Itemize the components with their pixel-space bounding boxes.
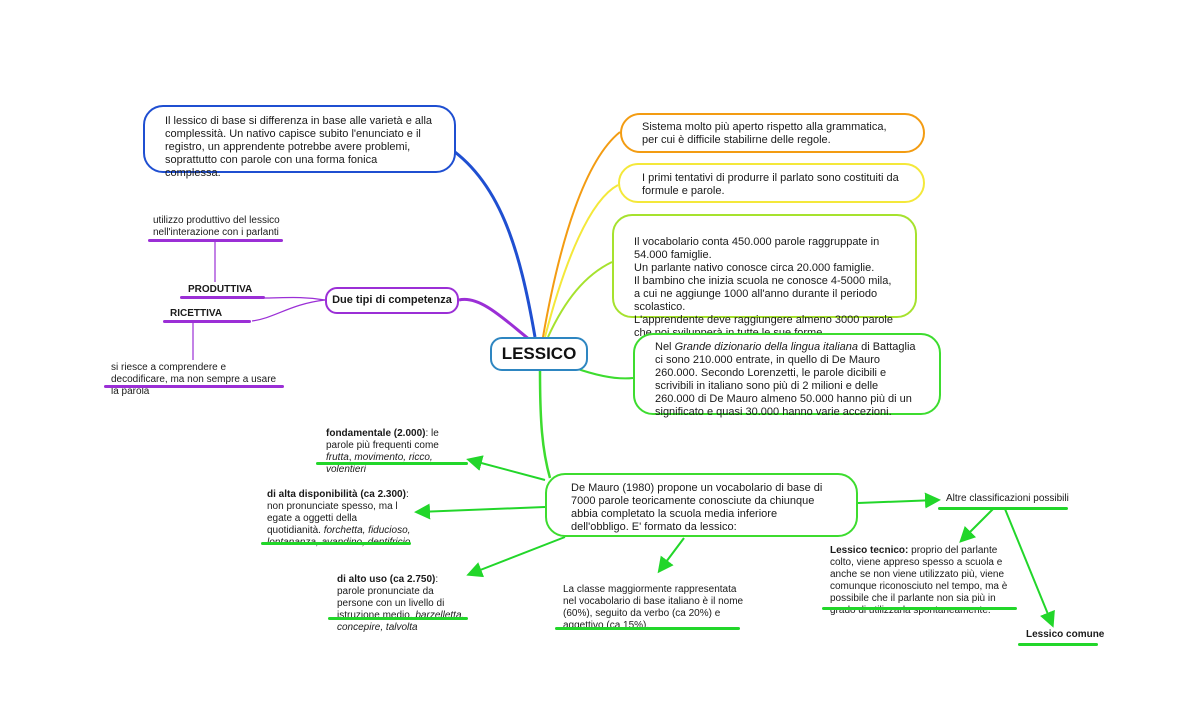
altre-classificazioni: Altre classificazioni possibili (946, 493, 1069, 504)
classe-underline (555, 627, 740, 630)
node-due-tipi-competenza: Due tipi di competenza (325, 287, 459, 314)
node-vocabolario: Il vocabolario conta 450.000 parole ragg… (612, 214, 917, 339)
produttiva-desc-underline (148, 239, 283, 242)
link-center-demauro (538, 370, 552, 479)
alto-uso-underline (328, 617, 468, 620)
link-competenza-produttiva (261, 296, 326, 301)
link-center-topleft (444, 143, 537, 338)
arrow-alta (414, 503, 546, 520)
produttiva-desc: utilizzo produttivo del lessico nell'int… (153, 215, 280, 238)
fondamentale-underline (316, 462, 468, 465)
arrow-altre (857, 492, 941, 509)
link-center-lime (547, 261, 613, 338)
link-center-green (574, 367, 634, 380)
node-lessico-base-text: Il lessico di base si differenza in base… (165, 115, 433, 179)
node-sistema-aperto: Sistema molto più aperto rispetto alla g… (620, 113, 925, 153)
link-center-yellow (544, 184, 619, 338)
link-center-orange (542, 131, 621, 338)
classe-rappresentata: La classe maggiormente rappresentata nel… (563, 584, 744, 631)
lessico-comune-underline (1018, 643, 1098, 646)
lessico-comune: Lessico comune (1026, 629, 1105, 640)
arrow-comune (1004, 508, 1055, 628)
lessico-tecnico-underline (822, 607, 1017, 610)
node-primi-tentativi: I primi tentativi di produrre il parlato… (618, 163, 925, 203)
produttiva-label-underline (180, 296, 265, 299)
arrow-tecnico (959, 508, 994, 543)
ricettiva-label-underline (163, 320, 251, 323)
lessico-alta-disponibilita: di alta disponibilità (ca 2.300): non pr… (267, 489, 411, 548)
alta-disponibilita-underline (261, 542, 411, 545)
node-lessico-center: LESSICO (490, 337, 588, 371)
ricettiva-label: RICETTIVA (170, 308, 223, 319)
ricettiva-desc: si riesce a comprendere e decodificare, … (111, 362, 277, 397)
ricettiva-desc-underline (104, 385, 284, 388)
arrow-fondamentale (466, 455, 546, 481)
lessico-alto-uso: di alto uso (ca 2.750): parole pronuncia… (337, 574, 465, 633)
altre-classificazioni-underline (938, 507, 1068, 510)
node-de-mauro: De Mauro (1980) propone un vocabolario d… (545, 473, 858, 537)
node-grande-dizionario: Nel Grande dizionario della lingua itali… (633, 333, 941, 418)
arrow-classe (657, 537, 685, 574)
link-competenza-ricettiva (251, 299, 326, 322)
link-center-competenza (458, 297, 531, 342)
produttiva-label: PRODUTTIVA (188, 284, 253, 295)
lessico-tecnico: Lessico tecnico: proprio del parlante co… (830, 545, 1008, 616)
arrow-altouso (466, 536, 566, 578)
lessico-fondamentale: fondamentale (2.000): le parole più freq… (326, 428, 439, 475)
node-lessico-base: Il lessico di base si differenza in base… (143, 105, 456, 179)
